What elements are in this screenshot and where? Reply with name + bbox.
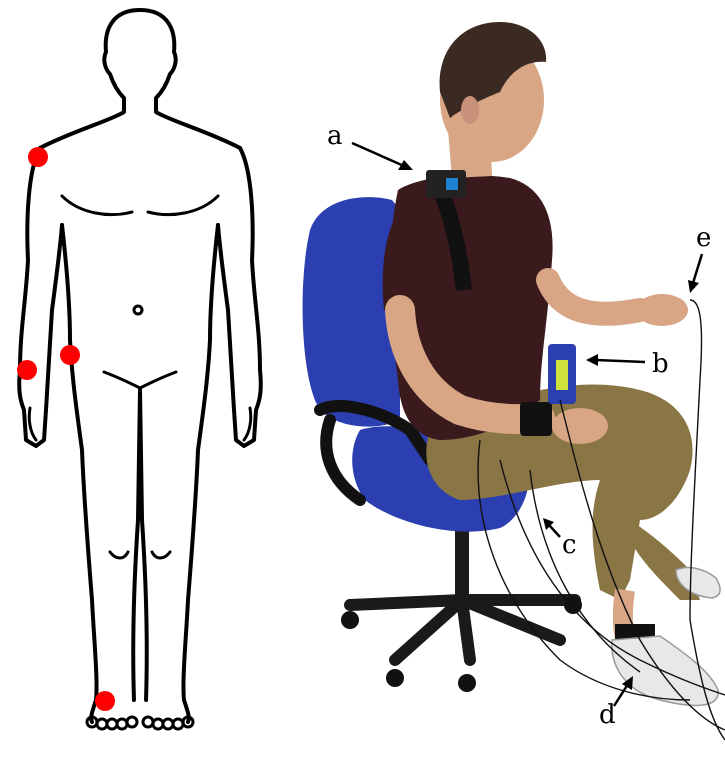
head-outline [40, 10, 240, 148]
navel [134, 306, 142, 314]
arrow-e-head [688, 280, 699, 293]
knees [110, 552, 170, 558]
pelvis-line [104, 372, 176, 388]
left-arm-outline [19, 148, 62, 446]
near-shoe [612, 636, 718, 705]
arrow-c-line [549, 525, 560, 537]
label-a: a [327, 121, 343, 151]
far-hand [636, 294, 688, 326]
label-c: c [562, 530, 577, 560]
seated-person-photo [303, 22, 725, 740]
wrist-sensor [520, 402, 552, 436]
right-arm-outline [218, 148, 261, 446]
far-arm [548, 280, 640, 314]
sensor-marker-wrist [17, 360, 37, 380]
feet [87, 717, 193, 729]
sensor-marker-shoulder [28, 147, 48, 167]
chair-base [341, 520, 582, 692]
ear [461, 96, 479, 124]
arrow-a-line [352, 143, 404, 166]
chest-lines [62, 196, 218, 215]
body-outline-diagram [19, 10, 261, 729]
label-e: e [696, 223, 711, 253]
inner-legs [133, 390, 147, 700]
arrow-d-line [614, 684, 628, 706]
near-hand [552, 408, 608, 444]
arrow-b-line [596, 360, 645, 362]
arrow-e-line [693, 254, 702, 283]
sensor-marker-ankle [95, 691, 115, 711]
arrow-b-head [586, 354, 598, 366]
sensor-marker-hip [60, 345, 80, 365]
label-b: b [652, 349, 669, 379]
label-d: d [599, 700, 616, 730]
